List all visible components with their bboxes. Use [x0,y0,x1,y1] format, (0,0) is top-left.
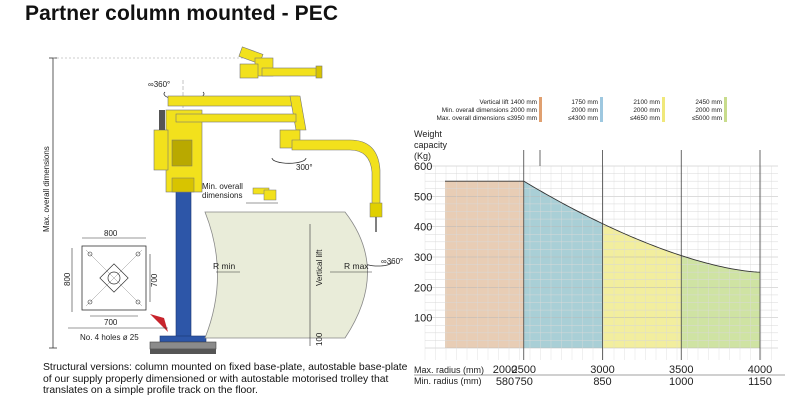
max-radius-2500: 2500 [512,364,536,376]
header-color-bar-1 [539,97,542,122]
capacity-band-4 [681,255,760,348]
ylabel-line3: (Kg) [414,151,431,161]
header-3-line-1: 2100 mm [633,99,660,106]
r-max-label: R max [344,261,369,271]
y-tick-label-400: 400 [414,222,432,234]
page-title: Partner column mounted - PEC [25,2,339,25]
header-2-line-1: 1750 mm [571,99,598,106]
header-1-line-2: Min. overall dimensions 2000 mm [442,107,537,114]
min-overall-dimensions-label: Min. overall dimensions [202,182,245,200]
max-radius-title: Max. radius (mm) [414,365,484,375]
max-radius-3500: 3500 [669,364,693,376]
y-tick-label-500: 500 [414,191,432,203]
header-3-line-3: ≤4650 mm [630,115,660,122]
max-radius-2000: 2000 [493,364,517,376]
min-overall-dim-line2: dimensions [202,191,242,200]
pointer-arrow [150,314,168,332]
tool-rotation-label: ∞360° [381,257,403,266]
plate-inner-bottom-label: 700 [104,318,118,327]
plate-inner-right-label: 700 [150,273,159,287]
min-radius-580: 580 [496,376,514,388]
max-radius-4000: 4000 [748,364,772,376]
header-4-line-1: 2450 mm [695,99,722,106]
folded-arm-illustration [238,46,323,79]
ylabel-line1: Weight [414,129,442,139]
header-1-line-3: Max. overall dimensions ≤3950 mm [437,115,537,122]
header-2-line-3: ≤4300 mm [568,115,598,122]
bottom-dimension-label: 100 [315,332,324,346]
capacity-band-3 [602,223,682,348]
min-dimension-illustration [246,187,278,204]
min-radius-title: Min. radius (mm) [414,376,482,386]
header-1-line-1: Vertical lift 1400 mm [479,99,537,106]
arm-rotation-label: 300° [296,163,313,172]
arm-rotation-arrow [271,157,307,164]
working-area [204,211,368,339]
vertical-lift-label: Vertical lift [315,249,324,286]
header-3-line-2: 2000 mm [633,107,660,114]
min-overall-dim-line1: Min. overall [202,182,243,191]
y-tick-label-200: 200 [414,282,432,294]
y-tick-label-100: 100 [414,313,432,325]
y-tick-label-300: 300 [414,252,432,264]
max-overall-dimensions-label: Max. overall dimensions [42,146,51,232]
header-4-line-3: ≤5000 mm [692,115,722,122]
header-color-bar-2 [600,97,603,122]
plate-width-label: 800 [104,229,118,238]
min-radius-850: 850 [593,376,611,388]
plate-height-label: 800 [63,272,72,286]
capacity-curve [445,180,761,273]
header-color-bar-4 [724,97,727,122]
ylabel-line2: capacity [414,140,448,150]
min-radius-1000: 1000 [669,376,693,388]
plate-holes-label: No. 4 holes ø 25 [80,333,139,342]
column-head [153,109,203,193]
column-rotation-label: ∞360° [148,80,170,89]
structural-versions-caption: Structural versions: column mounted on f… [43,362,408,397]
header-color-bar-3 [662,97,665,122]
header-4-line-2: 2000 mm [695,107,722,114]
base-plate-plan: 800 800 700 700 No. 4 holes ø 25 [63,229,168,342]
min-radius-1150: 1150 [748,376,772,388]
min-radius-750: 750 [515,376,533,388]
header-2-line-2: 2000 mm [571,107,598,114]
y-tick-label-600: 600 [414,161,432,173]
max-radius-3000: 3000 [590,364,614,376]
r-min-label: R min [213,261,235,271]
